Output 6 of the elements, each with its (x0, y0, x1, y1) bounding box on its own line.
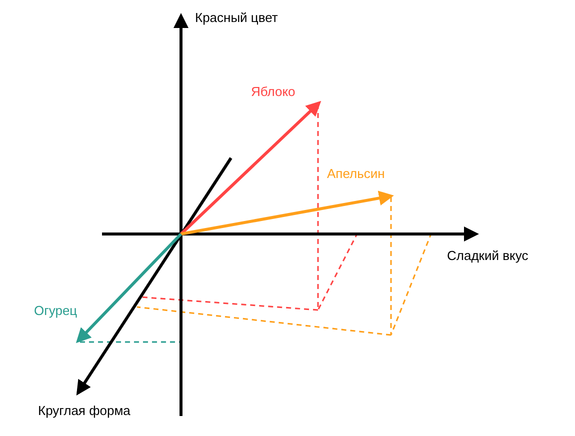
axis-label: Круглая форма (38, 403, 130, 419)
vector-label: Огурец (34, 303, 78, 319)
vector-label: Яблоко (251, 84, 296, 100)
axis-label: Сладкий вкус (447, 248, 528, 264)
vector-label: Апельсин (327, 166, 385, 182)
axis-label: Красный цвет (195, 10, 278, 26)
